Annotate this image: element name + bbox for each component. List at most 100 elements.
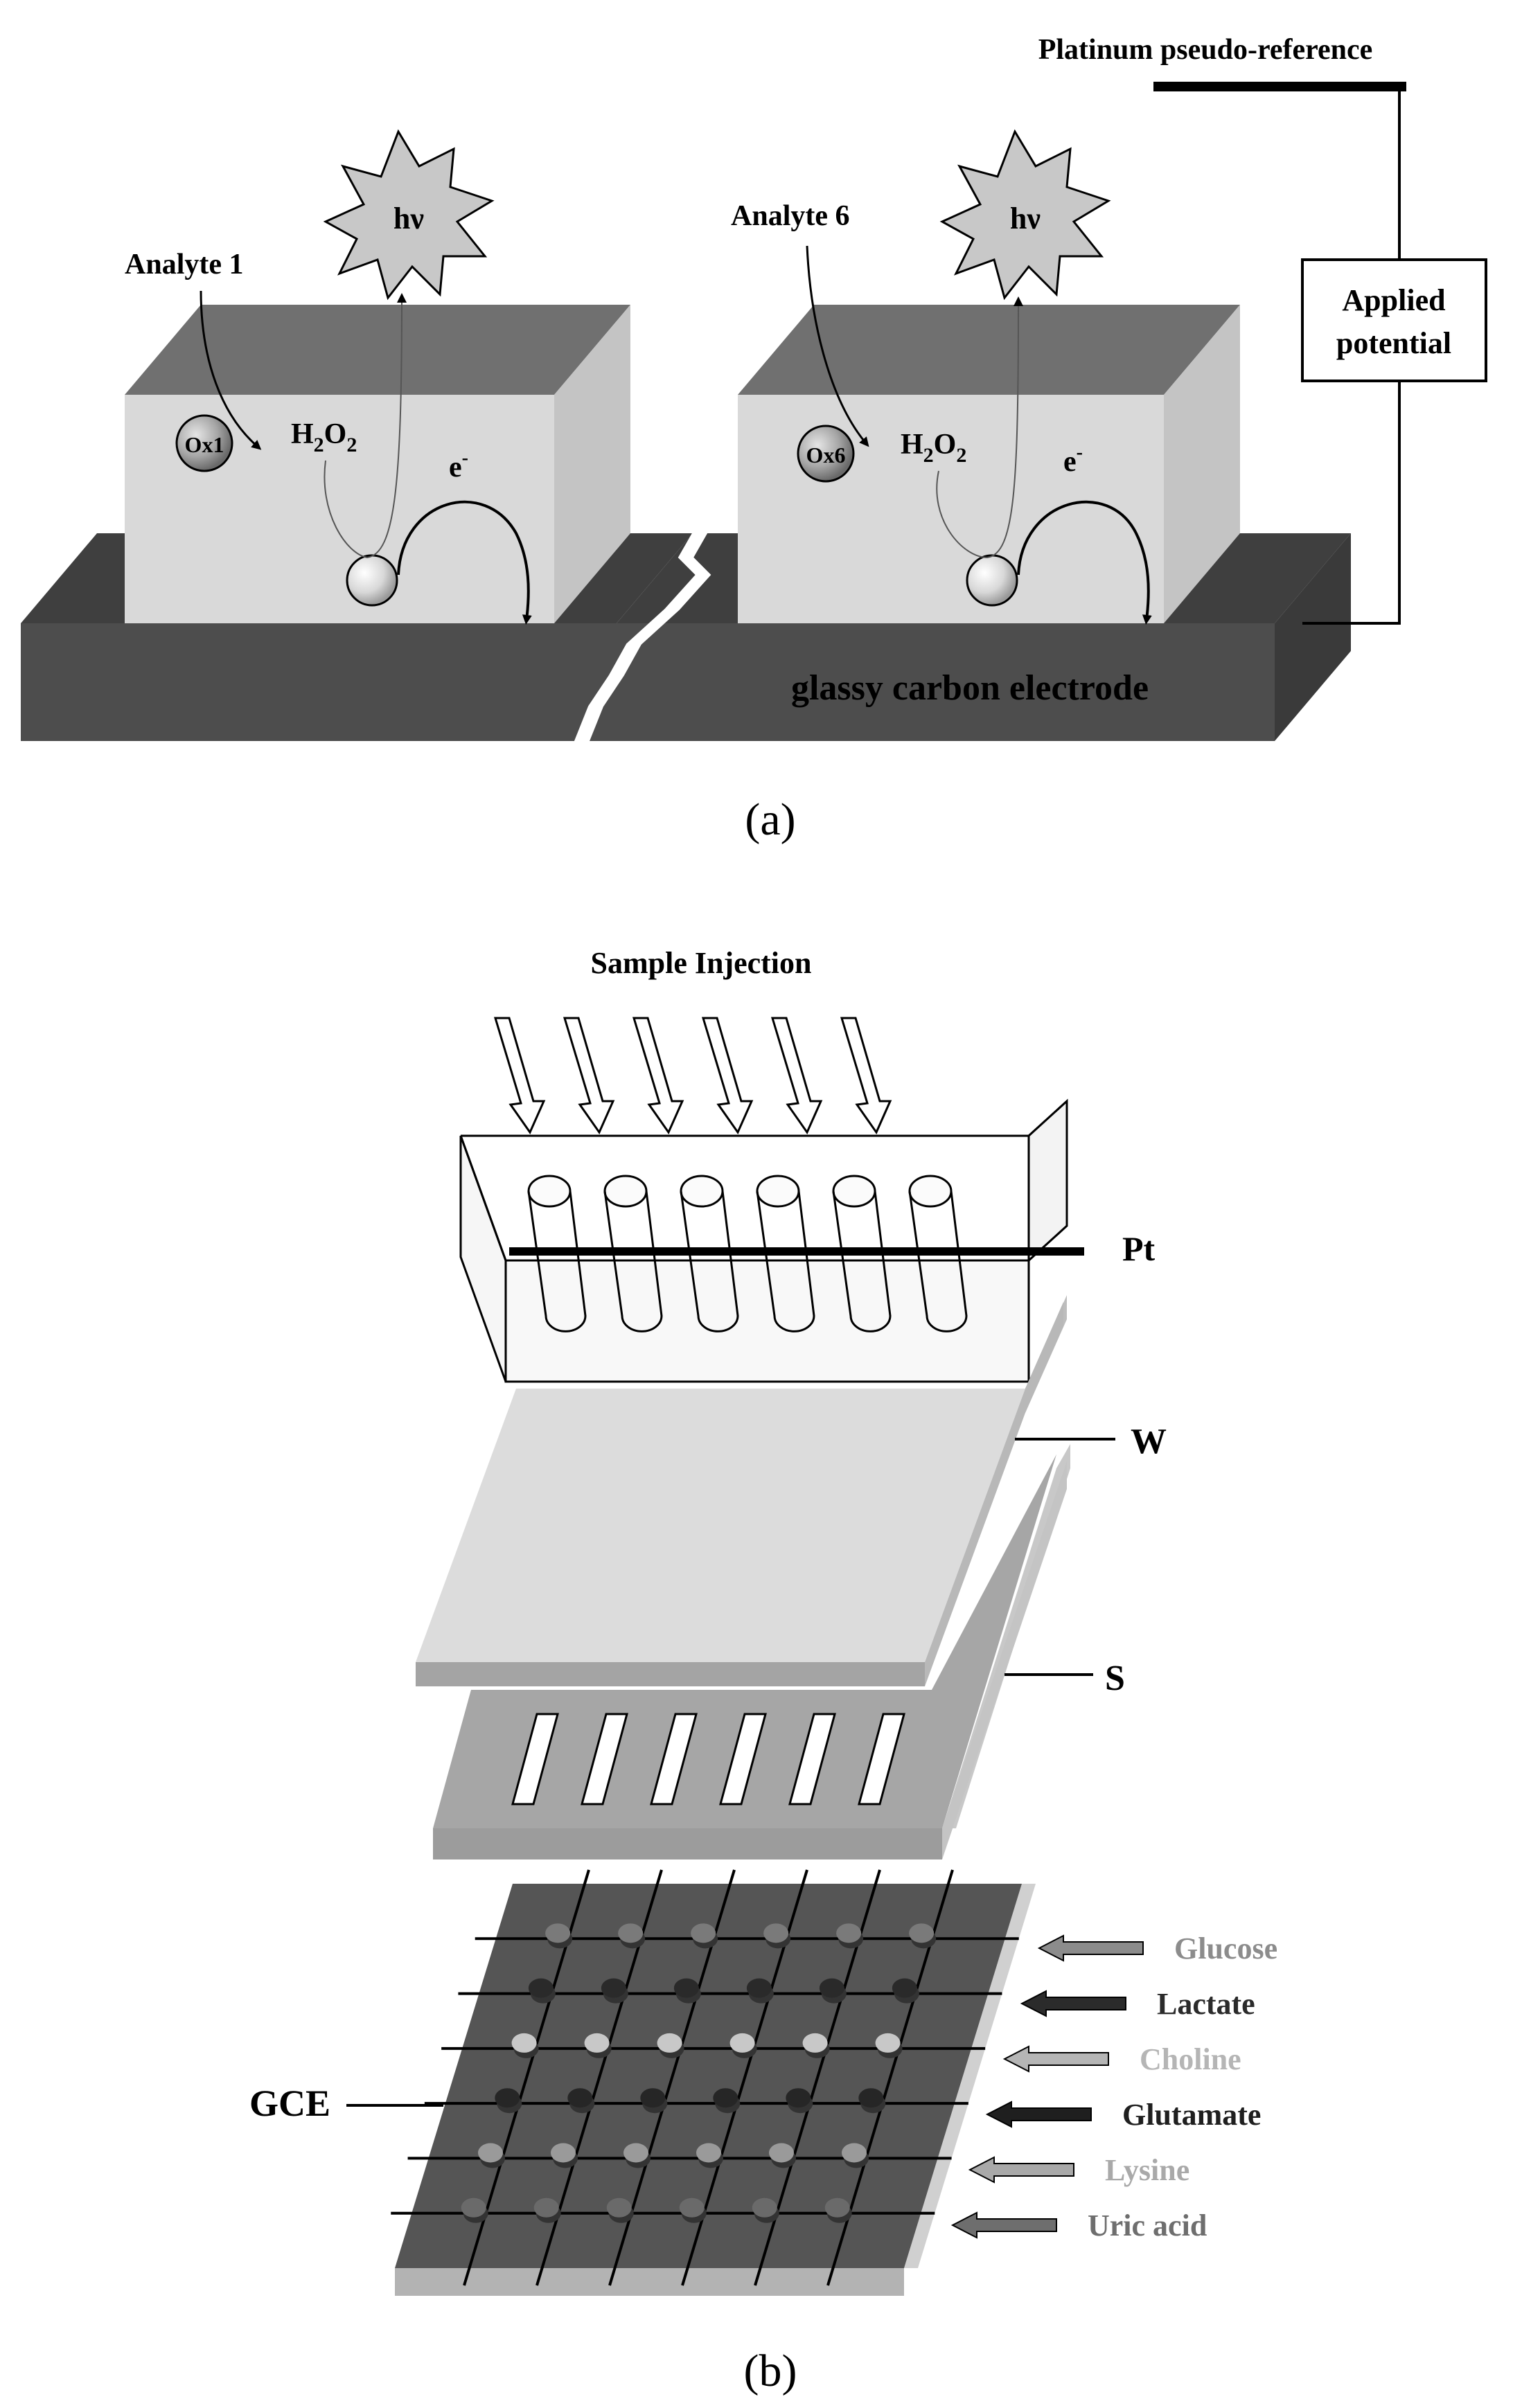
injection-arrow <box>701 1017 754 1135</box>
analyte-label-1: Glucose <box>1174 1932 1277 1965</box>
pt-block-right-face <box>1027 1098 1068 1263</box>
peroxide-label-right: H2O2 <box>901 429 966 467</box>
gce-electrode <box>769 2143 796 2168</box>
analyte-label-4: Glutamate <box>1122 2098 1261 2132</box>
electron-arrow-left <box>397 500 532 625</box>
pt-block-front <box>504 1259 1030 1383</box>
cube-right-top <box>738 305 1240 395</box>
analyte-legend: GlucoseLactateCholineGlutamateLysineUric… <box>950 1932 1277 2242</box>
analyte-label-3: Choline <box>1140 2042 1241 2076</box>
electrode-side <box>1275 533 1351 741</box>
pt-tube <box>756 1175 815 1332</box>
s-membrane-face <box>433 1454 1056 1828</box>
pt-tube <box>603 1175 663 1332</box>
gce-front-edge <box>395 2268 904 2296</box>
s-slot <box>511 1713 559 1805</box>
pt-tube <box>680 1175 739 1332</box>
applied-potential-box <box>1301 258 1487 382</box>
gce-electrode <box>802 2033 830 2058</box>
gce-electrode <box>623 2143 650 2168</box>
w-membrane-right-edge <box>925 1302 1063 1686</box>
w-label: W <box>1131 1422 1167 1461</box>
pt-block-top-face <box>461 1101 1067 1136</box>
analyte-label-6: Uric acid <box>1088 2209 1207 2242</box>
gce-electrode <box>618 1923 646 1949</box>
gce-electrode <box>763 1923 791 1949</box>
applied-potential-line2: potential <box>1336 326 1451 360</box>
oxidase-1-label: Ox1 <box>185 432 224 457</box>
injection-arrow <box>493 1017 546 1135</box>
gce-electrode <box>824 2197 852 2223</box>
pt-tubes <box>527 1175 968 1332</box>
w-membrane <box>416 1295 1067 1686</box>
gce-label: GCE <box>249 2083 330 2124</box>
analyte-arrow-6: Uric acid <box>950 2209 1207 2242</box>
electrode-label: glassy carbon electrode <box>791 668 1149 708</box>
gce-electrode <box>601 1978 628 2004</box>
caption-a: (a) <box>745 794 795 845</box>
luminophore-sphere-right <box>966 554 1018 607</box>
photon-burst-right <box>939 129 1111 301</box>
analyte-6-label: Analyte 6 <box>731 200 850 232</box>
injection-arrow <box>632 1017 684 1135</box>
analyte-6-arrow <box>806 245 869 447</box>
peroxide-label-left: H2O2 <box>291 418 357 456</box>
injection-arrows <box>493 1017 892 1135</box>
gce-electrode <box>696 2143 723 2168</box>
electron-label-right: e- <box>1063 442 1083 478</box>
gce-electrode <box>786 2088 813 2114</box>
pt-block <box>459 1098 1084 1383</box>
gce-electrode <box>819 1978 847 2004</box>
pt-block-left-face <box>459 1135 507 1382</box>
oxidase-6-label: Ox6 <box>806 443 846 467</box>
s-slots <box>511 1713 905 1805</box>
electron-arrow-right <box>1017 500 1152 625</box>
s-membrane-side <box>942 1461 1067 1859</box>
gce-electrodes <box>461 1923 937 2223</box>
analyte-label-5: Lysine <box>1105 2153 1189 2187</box>
platinum-reference-label: Platinum pseudo-reference <box>1038 34 1373 66</box>
luminophore-sphere-left <box>346 554 398 607</box>
analyte-label-2: Lactate <box>1157 1987 1255 2021</box>
gce-electrode <box>640 2088 668 2114</box>
pt-edge-2 <box>459 1135 507 1261</box>
emission-path-right <box>936 296 1023 559</box>
gce-electrode <box>909 1923 937 1949</box>
gce-surface <box>395 1884 1022 2268</box>
s-slot <box>719 1713 767 1805</box>
gce-electrode <box>657 2033 684 2058</box>
gce-electrode <box>713 2088 741 2114</box>
gce-electrode <box>752 2197 779 2223</box>
electrode-break-mark <box>574 533 711 742</box>
analyte-arrow-3: Choline <box>1002 2042 1241 2076</box>
photon-burst-left <box>323 129 495 301</box>
gce-electrode <box>729 2033 757 2058</box>
electron-label-left: e- <box>449 447 468 483</box>
injection-arrow <box>770 1017 823 1135</box>
photon-label-right: hν <box>1010 202 1041 235</box>
analyte-1-label: Analyte 1 <box>125 249 244 280</box>
gce-electrode <box>533 2197 561 2223</box>
gce-electrode <box>673 1978 701 2004</box>
analyte-arrow-1: Glucose <box>1037 1932 1277 1965</box>
s-membrane-front-edge <box>433 1828 942 1859</box>
gce-electrode <box>858 2088 886 2114</box>
s-label: S <box>1105 1659 1125 1698</box>
injection-arrow <box>563 1017 615 1135</box>
gce-electrode <box>495 2088 522 2114</box>
analyte-arrow-5: Lysine <box>968 2153 1189 2187</box>
gce-electrode <box>511 2033 539 2058</box>
s-membrane-right-edge <box>942 1444 1070 1828</box>
panel-b: Sample Injection Pt W <box>249 946 1277 2396</box>
pt-tube <box>908 1175 968 1332</box>
gce-electrode <box>679 2197 707 2223</box>
gce-side <box>904 1884 1036 2268</box>
gce-electrode <box>875 2033 903 2058</box>
gce-electrode <box>836 1923 864 1949</box>
gce-electrode <box>528 1978 556 2004</box>
sensor-cube-right <box>738 305 1240 623</box>
analyte-arrow-2: Lactate <box>1020 1987 1255 2021</box>
gce-electrode <box>461 2197 488 2223</box>
oxidase-6-sphere <box>797 425 855 483</box>
